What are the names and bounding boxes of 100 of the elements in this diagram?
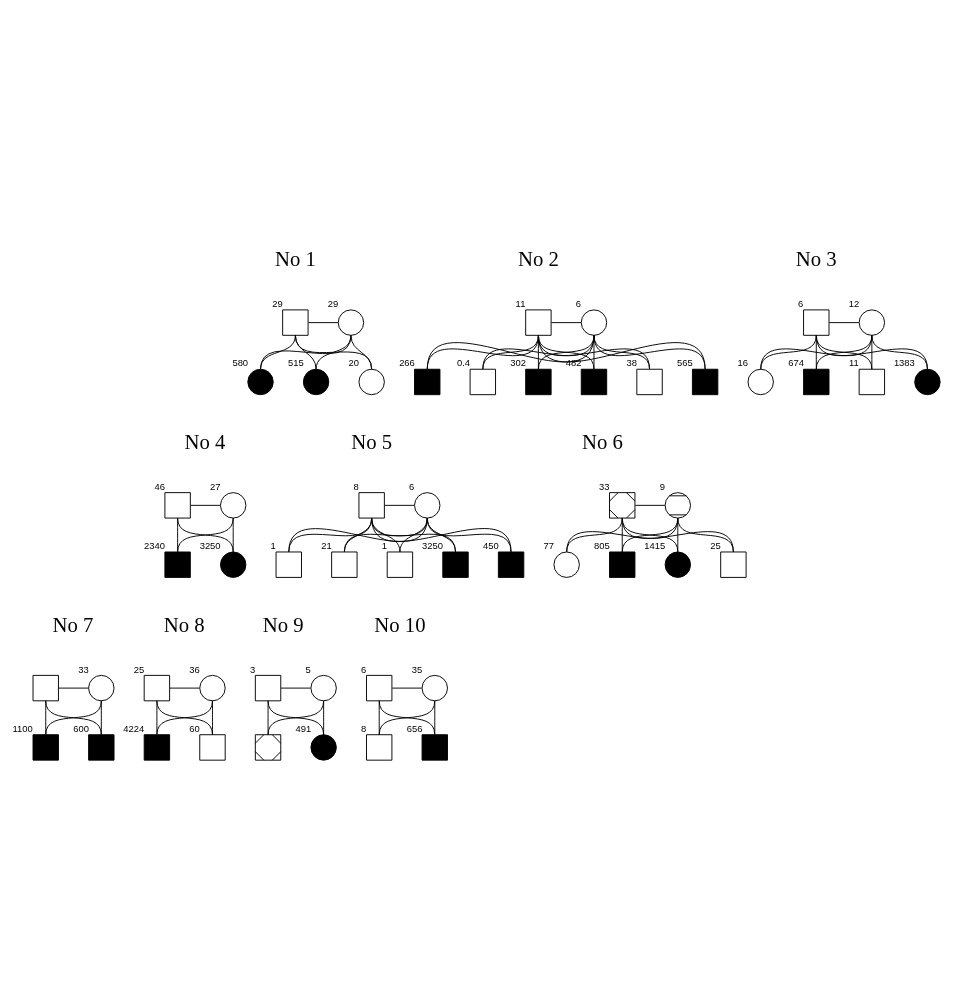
node-label: 302 — [510, 356, 526, 368]
node-label: 8 — [361, 722, 367, 734]
connector — [426, 334, 595, 370]
node-label: 9 — [659, 480, 665, 492]
node-circle — [580, 308, 608, 336]
connector — [267, 699, 325, 735]
node-circle — [220, 491, 247, 519]
label: No 7 — [52, 613, 94, 636]
node-label: 60 — [189, 722, 200, 734]
node-circle — [747, 368, 774, 395]
connector — [58, 687, 89, 689]
connector — [288, 517, 428, 552]
connector — [177, 517, 234, 552]
node-label: 12 — [848, 297, 860, 309]
node-label: 565 — [677, 356, 693, 368]
node-filled-circle — [310, 733, 337, 761]
node-filled-box — [32, 733, 59, 761]
connector — [294, 334, 373, 370]
node-box — [164, 491, 191, 519]
label: No 1 — [274, 247, 316, 270]
node-label: 1415 — [644, 539, 666, 551]
node-label: 29 — [327, 297, 339, 309]
node-filled-box — [803, 368, 830, 395]
connector — [593, 334, 706, 370]
node-box — [358, 491, 385, 519]
node-box — [525, 308, 552, 336]
node-label: 1100 — [12, 722, 33, 734]
node-filled-box — [421, 733, 448, 761]
connector — [760, 334, 817, 370]
node-box — [720, 551, 747, 578]
node-filled-circle — [247, 368, 274, 395]
connector — [566, 517, 679, 552]
node-filled-box — [691, 368, 719, 395]
node-label: 656 — [406, 722, 423, 734]
connector — [169, 687, 200, 689]
node-box — [32, 674, 59, 701]
connector — [350, 334, 373, 370]
node-label: 33 — [78, 663, 89, 675]
node-circle — [553, 551, 580, 578]
node-label: 3250 — [199, 539, 221, 551]
node-box — [282, 308, 309, 336]
node-box — [143, 674, 171, 701]
node-label: 25 — [710, 539, 721, 551]
connector — [307, 321, 339, 323]
label: No 10 — [374, 613, 426, 636]
node-filled-box — [497, 551, 525, 578]
connector — [190, 504, 221, 506]
connector — [621, 517, 679, 552]
node-label: 515 — [287, 356, 304, 368]
connector — [267, 699, 269, 735]
node-box — [469, 368, 496, 395]
node-label: 21 — [321, 539, 332, 551]
connector — [280, 687, 312, 689]
label: No 8 — [163, 613, 205, 636]
connector — [212, 699, 213, 735]
node-filled-box — [609, 551, 636, 578]
node-label: 11 — [515, 297, 526, 309]
node-label: 0.4 — [456, 356, 471, 368]
label: No 4 — [184, 430, 226, 453]
connector — [323, 699, 325, 735]
node-label: 6 — [409, 480, 415, 492]
node-circle — [199, 674, 226, 701]
node-box — [386, 551, 414, 578]
connector — [566, 517, 623, 552]
node-box — [254, 674, 282, 701]
node-circle — [358, 368, 385, 395]
node-box — [366, 674, 393, 701]
connector — [100, 699, 102, 735]
connector — [760, 334, 873, 370]
connector — [871, 334, 928, 370]
connector — [426, 517, 512, 552]
node-label: 805 — [594, 539, 610, 551]
node-label: 6 — [361, 663, 367, 675]
connector — [156, 699, 213, 735]
node-label: 600 — [73, 722, 89, 734]
connector — [371, 517, 401, 552]
connector — [634, 504, 666, 506]
node-label: 3 — [249, 663, 256, 675]
node-box — [331, 551, 358, 578]
node-circle — [421, 674, 448, 701]
connector — [434, 699, 436, 735]
node-filled-box — [580, 368, 608, 395]
label: No 3 — [795, 247, 837, 270]
node-label: 29 — [272, 297, 283, 309]
node-filled-circle — [302, 368, 330, 395]
connector — [399, 517, 428, 552]
node-label: 450 — [482, 539, 499, 551]
node-label: 6 — [798, 297, 804, 309]
node-filled-box — [164, 551, 191, 578]
connector — [45, 699, 102, 735]
node-box — [199, 733, 226, 761]
connector — [426, 517, 456, 552]
node-box — [803, 308, 830, 336]
connector — [260, 334, 352, 370]
node-label: 674 — [788, 356, 804, 368]
connector — [815, 334, 928, 370]
node-label: 11 — [849, 356, 859, 368]
node-circle — [337, 308, 365, 336]
connector — [828, 321, 860, 323]
node-label: 16 — [737, 356, 749, 368]
